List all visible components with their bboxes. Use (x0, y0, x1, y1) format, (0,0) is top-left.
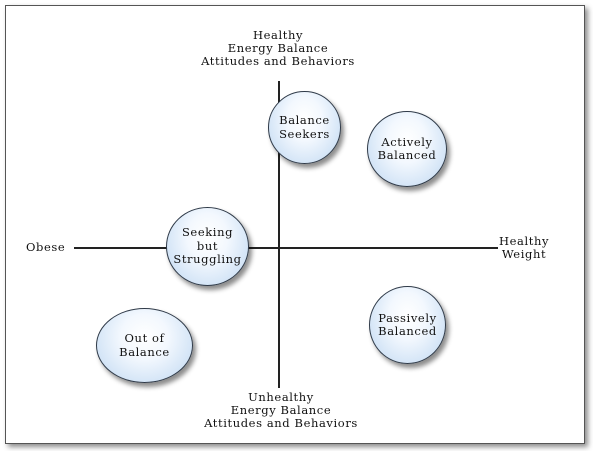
segment-seeking-but-struggling: Seeking but Struggling (166, 207, 249, 286)
segment-label-line: but (196, 238, 219, 253)
segment-label-line: Passively (378, 310, 437, 325)
segment-passively-balanced: Passively Balanced (369, 286, 446, 364)
top-axis-label-line: Healthy (252, 28, 304, 42)
bottom-axis-label: Unhealthy Energy Balance Attitudes and B… (181, 391, 381, 430)
right-axis-label: Healthy Weight (494, 235, 554, 261)
bottom-axis-label-line: Attitudes and Behaviors (204, 416, 358, 430)
top-axis-label-line: Energy Balance (227, 41, 329, 55)
segment-balance-seekers: Balance Seekers (268, 91, 341, 164)
segment-label-line: Balance (119, 344, 170, 359)
bottom-axis-label-line: Energy Balance (230, 403, 332, 417)
segment-label-line: Balanced (377, 148, 437, 162)
horizontal-axis-line (74, 247, 498, 249)
segment-out-of-balance: Out of Balance (96, 308, 193, 383)
diagram-canvas: Healthy Energy Balance Attitudes and Beh… (6, 6, 584, 443)
diagram-frame: Healthy Energy Balance Attitudes and Beh… (5, 5, 585, 444)
right-axis-label-line: Healthy (498, 234, 550, 248)
segment-actively-balanced: Actively Balanced (367, 111, 447, 187)
segment-label-line: Actively (381, 134, 433, 149)
bottom-axis-label-line: Unhealthy (248, 390, 314, 404)
segment-label-line: Seeking (181, 225, 234, 240)
left-axis-label-line: Obese (26, 240, 66, 254)
segment-label-line: Balance (279, 113, 330, 127)
segment-label-line: Seekers (279, 126, 330, 141)
top-axis-label: Healthy Energy Balance Attitudes and Beh… (178, 29, 378, 68)
segment-label-line: Out of (124, 331, 165, 345)
segment-label-line: Struggling (173, 252, 242, 267)
segment-label-line: Balanced (378, 324, 437, 338)
top-axis-label-line: Attitudes and Behaviors (201, 54, 355, 68)
vertical-axis-line (278, 81, 280, 388)
left-axis-label: Obese (26, 241, 72, 254)
right-axis-label-line: Weight (501, 247, 547, 261)
